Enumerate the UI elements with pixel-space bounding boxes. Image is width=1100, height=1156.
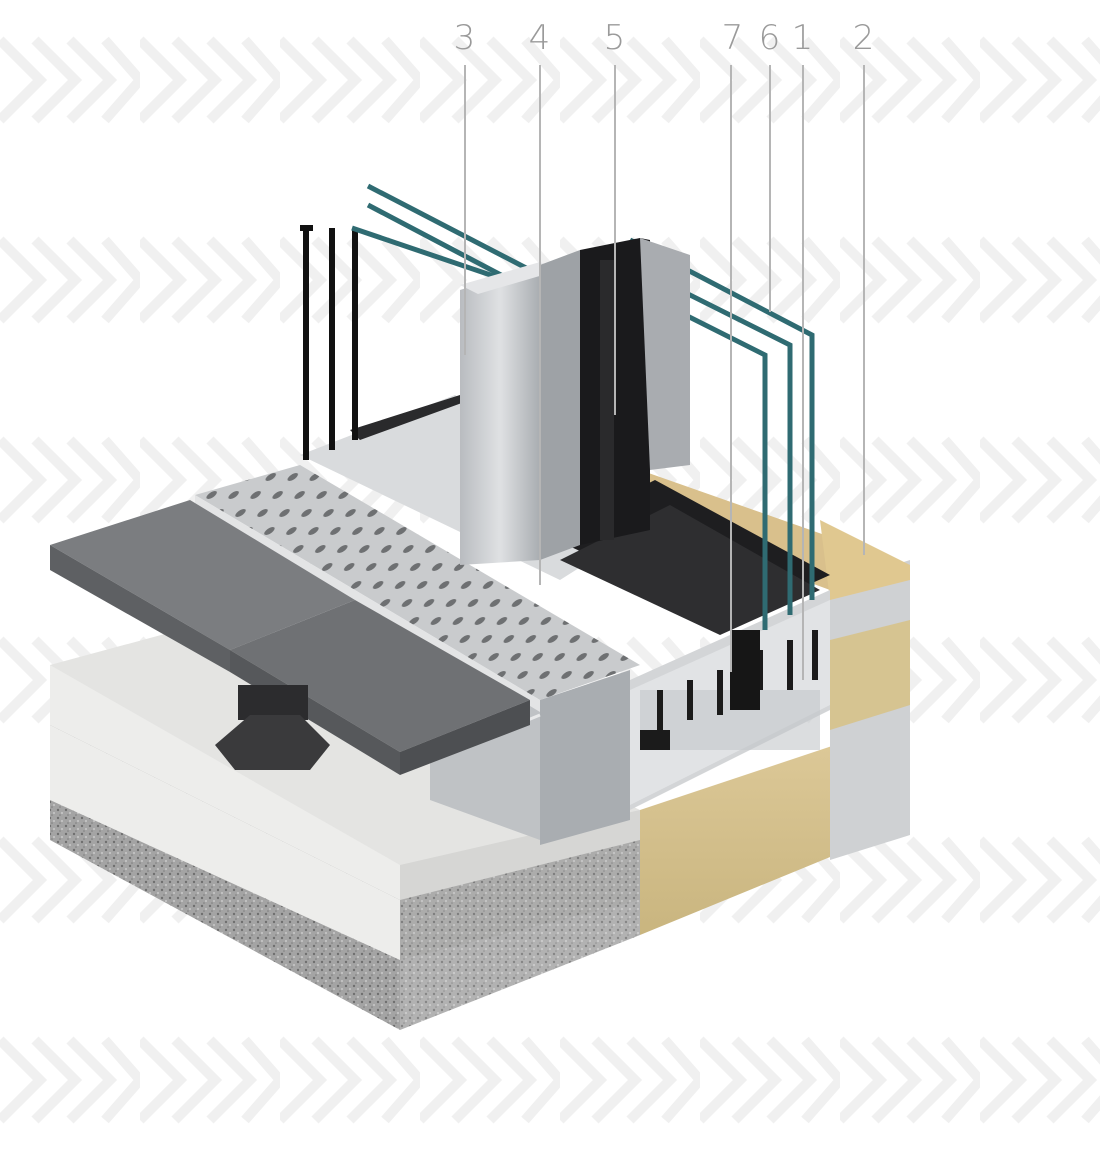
callout-4: 4 [528, 18, 552, 58]
callout-2: 2 [852, 18, 876, 58]
callout-1: 1 [791, 18, 815, 58]
gravel-layer [50, 725, 640, 1030]
insulation-block [640, 470, 910, 935]
leader-lines [464, 65, 865, 680]
aluminium-sash-column [460, 250, 580, 565]
callout-5: 5 [603, 18, 627, 58]
callout-7: 7 [721, 18, 745, 58]
callout-6: 6 [758, 18, 782, 58]
left-glazing [300, 225, 358, 460]
pedestal-support [215, 685, 330, 770]
callout-3: 3 [453, 18, 477, 58]
paving-tiles [50, 500, 530, 775]
